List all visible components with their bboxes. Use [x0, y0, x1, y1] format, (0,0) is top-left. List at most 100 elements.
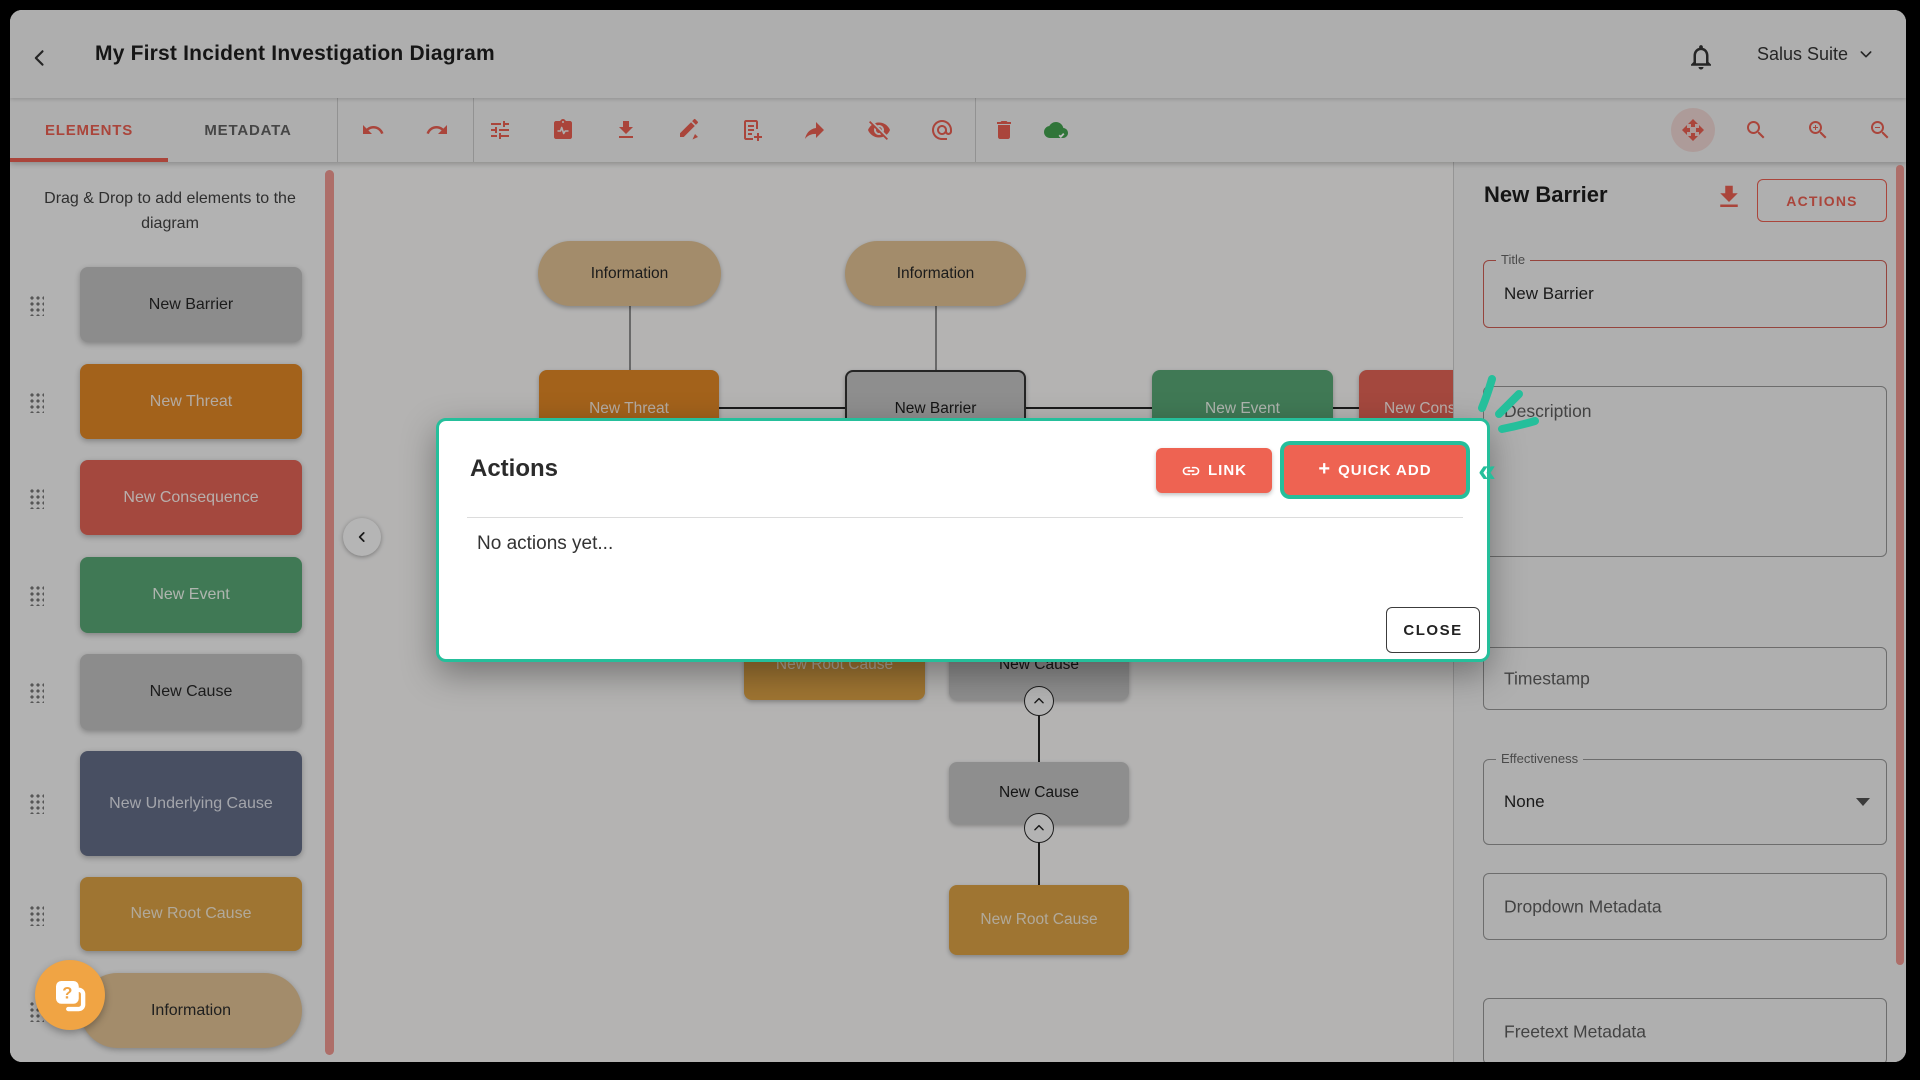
edit-button[interactable] [667, 108, 711, 152]
node-information-1[interactable]: Information [538, 241, 721, 306]
collapse-branch-button[interactable] [1024, 813, 1054, 843]
edit-icon [680, 118, 699, 140]
panel-scrollbar[interactable] [1896, 165, 1904, 965]
freetext-metadata-field[interactable]: Freetext Metadata [1483, 998, 1887, 1062]
palette-item-information[interactable]: Information [80, 973, 302, 1048]
palette-item-new-underlying-cause[interactable]: New Underlying Cause [80, 751, 302, 856]
drag-handle[interactable] [28, 904, 44, 926]
node-label: New Cause [998, 784, 1080, 801]
redo-icon [426, 125, 447, 134]
redo-button[interactable] [415, 108, 459, 152]
add-note-button[interactable] [730, 108, 774, 152]
active-tab-indicator [10, 158, 168, 162]
effectiveness-select[interactable]: Effectiveness None [1483, 751, 1887, 845]
health-report-button[interactable] [541, 108, 585, 152]
diagram-edge [935, 306, 937, 370]
zoom-in-button[interactable] [1796, 108, 1840, 152]
plus-icon: + [1318, 457, 1332, 480]
description-placeholder: Description [1504, 401, 1592, 421]
elements-sidebar: Drag & Drop to add elements to the diagr… [10, 162, 337, 1062]
drag-handle[interactable] [28, 487, 44, 509]
link-action-button[interactable]: LINK [1156, 448, 1272, 493]
back-button[interactable] [24, 42, 56, 74]
page-title: My First Incident Investigation Diagram [95, 42, 495, 65]
zoom-out-button[interactable] [1858, 108, 1902, 152]
node-label: New Threat [589, 399, 669, 417]
collapse-modal-button[interactable]: « [1469, 445, 1505, 495]
chevron-left-icon [358, 532, 365, 542]
eye-off-icon [868, 121, 890, 140]
delete-button[interactable] [982, 108, 1026, 152]
link-button-label: LINK [1208, 462, 1247, 479]
cloud-save-status-button[interactable] [1034, 108, 1078, 152]
zoom-out-icon [1871, 121, 1889, 139]
top-bar: My First Incident Investigation Diagram … [10, 10, 1906, 98]
drag-handle[interactable] [28, 391, 44, 413]
dropdown-metadata-field[interactable]: Dropdown Metadata [1483, 873, 1887, 940]
tab-metadata[interactable]: METADATA [168, 98, 328, 162]
app-window: My First Incident Investigation Diagram … [10, 10, 1906, 1062]
empty-state-text: No actions yet... [477, 533, 614, 554]
zoom-in-icon [1809, 121, 1827, 139]
divider [473, 98, 474, 162]
divider [975, 98, 976, 162]
pan-tool-button[interactable] [1671, 108, 1715, 152]
account-label: Salus Suite [1757, 43, 1849, 64]
diagram-edge [629, 306, 631, 370]
sidebar-collapse-button[interactable] [343, 518, 381, 556]
palette-item-label: New Cause [149, 683, 233, 700]
drag-handle[interactable] [28, 294, 44, 316]
node-label: Information [590, 264, 669, 282]
tab-metadata-label: METADATA [204, 121, 292, 139]
quick-add-button[interactable]: + QUICK ADD [1284, 445, 1466, 495]
bell-icon [1691, 45, 1711, 70]
modal-title: Actions [470, 455, 559, 482]
panel-title: New Barrier [1484, 182, 1608, 207]
share-button[interactable] [794, 108, 838, 152]
node-label: New Root Cause [980, 911, 1098, 928]
search-button[interactable] [1734, 108, 1778, 152]
close-modal-button[interactable]: CLOSE [1386, 607, 1480, 653]
search-icon [1747, 121, 1765, 139]
palette-item-label: New Event [152, 586, 230, 603]
freetext-metadata-placeholder: Freetext Metadata [1504, 1021, 1647, 1041]
diagram-canvas[interactable]: Information Information New Threat New B… [340, 162, 1453, 1062]
drag-handle[interactable] [28, 584, 44, 606]
diagram-edge [629, 407, 1453, 409]
panel-download-button[interactable] [1714, 182, 1744, 212]
element-detail-panel: New Barrier ACTIONS Title New Barrier De… [1453, 162, 1906, 1062]
palette-item-new-cause[interactable]: New Cause [80, 654, 302, 730]
tab-elements[interactable]: ELEMENTS [10, 98, 168, 162]
note-add-icon [744, 120, 762, 141]
trash-icon [997, 121, 1011, 139]
collapse-branch-button[interactable] [1024, 686, 1054, 716]
chevron-down-icon [1860, 51, 1872, 58]
sidebar-scrollbar[interactable] [325, 170, 334, 1055]
tab-elements-label: ELEMENTS [44, 121, 134, 139]
quick-add-button-label: QUICK ADD [1338, 461, 1432, 479]
palette-item-new-event[interactable]: New Event [80, 557, 302, 633]
palette-item-new-barrier[interactable]: New Barrier [80, 267, 302, 342]
panel-actions-button[interactable]: ACTIONS [1757, 179, 1887, 222]
drag-handle[interactable] [28, 681, 44, 703]
palette-item-new-threat[interactable]: New Threat [80, 364, 302, 439]
download-button[interactable] [604, 108, 648, 152]
undo-button[interactable] [351, 108, 395, 152]
help-button[interactable]: ? [35, 960, 105, 1030]
actions-button-label: ACTIONS [1786, 192, 1858, 209]
hide-elements-button[interactable] [857, 108, 901, 152]
timestamp-placeholder: Timestamp [1504, 668, 1590, 688]
palette-item-new-root-cause[interactable]: New Root Cause [80, 877, 302, 951]
title-field[interactable]: Title New Barrier [1483, 252, 1887, 328]
account-menu[interactable]: Salus Suite [1757, 10, 1874, 98]
timestamp-field[interactable]: Timestamp [1483, 647, 1887, 710]
palette-item-new-consequence[interactable]: New Consequence [80, 460, 302, 535]
chevron-up-icon [1034, 824, 1044, 831]
node-new-root-cause-bottom[interactable]: New Root Cause [949, 885, 1129, 955]
layout-settings-button[interactable] [478, 108, 522, 152]
link-icon [1182, 466, 1200, 475]
notifications-button[interactable] [1686, 42, 1718, 74]
drag-handle[interactable] [28, 792, 44, 814]
node-information-2[interactable]: Information [845, 241, 1026, 306]
diagram-edge [1038, 842, 1040, 886]
